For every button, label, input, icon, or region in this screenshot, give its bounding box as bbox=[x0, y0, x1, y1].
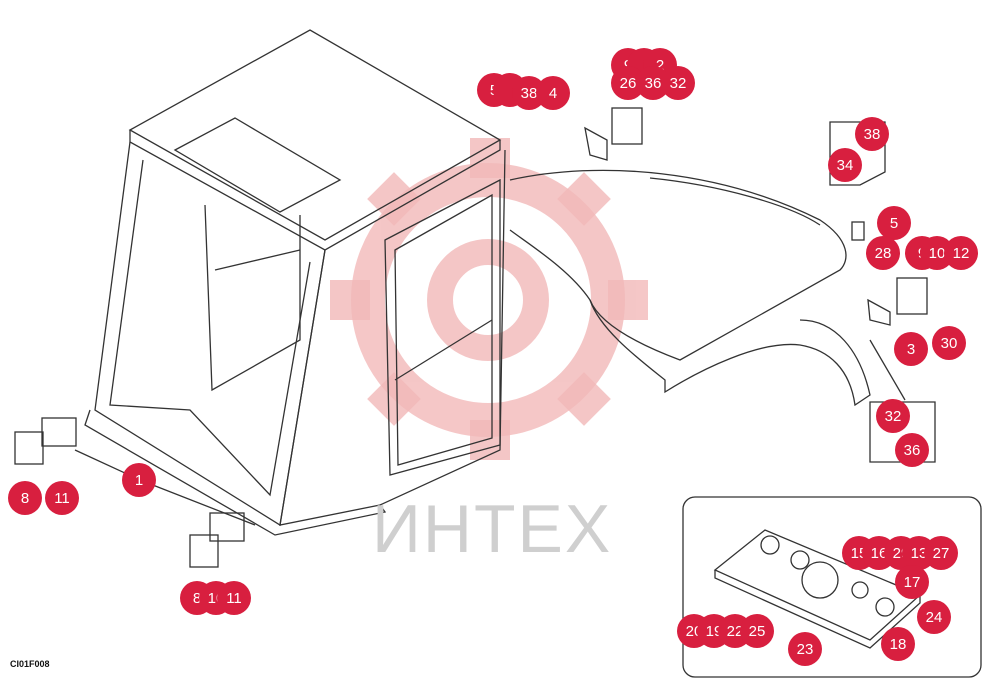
cab-rear-window-bar bbox=[214, 249, 301, 271]
callout-38[interactable]: 38 bbox=[855, 117, 889, 151]
detail-box-bottom bbox=[869, 401, 936, 463]
callout-1[interactable]: 1 bbox=[122, 463, 156, 497]
cab-door bbox=[384, 178, 501, 476]
front-lamp-top bbox=[611, 107, 643, 145]
detail-leader bbox=[869, 339, 906, 401]
dashboard-panel-edge bbox=[714, 570, 921, 649]
watermark-text: ИНТЕХ bbox=[372, 491, 613, 567]
cab-base bbox=[84, 409, 387, 536]
callout-11[interactable]: 11 bbox=[217, 581, 251, 615]
callout-34[interactable]: 34 bbox=[828, 148, 862, 182]
callout-18[interactable]: 18 bbox=[881, 627, 915, 661]
hood bbox=[509, 169, 847, 361]
callout-17[interactable]: 17 bbox=[895, 565, 929, 599]
lamp-bracket-right bbox=[867, 298, 891, 326]
callout-3[interactable]: 3 bbox=[894, 332, 928, 366]
gauge-small-2 bbox=[790, 550, 810, 570]
cab-door-inner bbox=[394, 193, 493, 466]
gauge-small-1 bbox=[760, 535, 780, 555]
callout-25[interactable]: 25 bbox=[740, 614, 774, 648]
drawing-code: CI01F008 bbox=[10, 659, 50, 669]
dashboard-inset bbox=[682, 496, 982, 678]
gauge-small-4 bbox=[875, 597, 895, 617]
gauge-small-3 bbox=[851, 581, 869, 599]
front-lamp-right bbox=[896, 277, 928, 315]
lamp-bracket-bottom bbox=[209, 512, 245, 542]
cab-rear-window bbox=[204, 204, 301, 392]
door-bar bbox=[394, 319, 493, 381]
callout-36[interactable]: 36 bbox=[895, 433, 929, 467]
callout-30[interactable]: 30 bbox=[932, 326, 966, 360]
callout-8[interactable]: 8 bbox=[8, 481, 42, 515]
callout-12[interactable]: 12 bbox=[944, 236, 978, 270]
callout-11[interactable]: 11 bbox=[45, 481, 79, 515]
callout-24[interactable]: 24 bbox=[917, 600, 951, 634]
callout-32[interactable]: 32 bbox=[661, 66, 695, 100]
callout-4[interactable]: 4 bbox=[536, 76, 570, 110]
callout-23[interactable]: 23 bbox=[788, 632, 822, 666]
plate-right bbox=[851, 221, 865, 241]
callout-28[interactable]: 28 bbox=[866, 236, 900, 270]
callout-5[interactable]: 5 bbox=[877, 206, 911, 240]
callout-32[interactable]: 32 bbox=[876, 399, 910, 433]
roof-panel bbox=[173, 117, 342, 213]
cab-inner-frame bbox=[109, 159, 311, 497]
fender bbox=[589, 299, 871, 407]
rear-lamp-left bbox=[14, 431, 44, 465]
gauge-large bbox=[801, 561, 839, 599]
rear-lamp-bottom bbox=[189, 534, 219, 568]
callout-27[interactable]: 27 bbox=[924, 536, 958, 570]
lamp-bracket-left bbox=[41, 417, 77, 447]
lamp-bracket-top bbox=[584, 126, 608, 161]
hood-grille bbox=[649, 177, 821, 226]
leader-1 bbox=[74, 449, 256, 526]
